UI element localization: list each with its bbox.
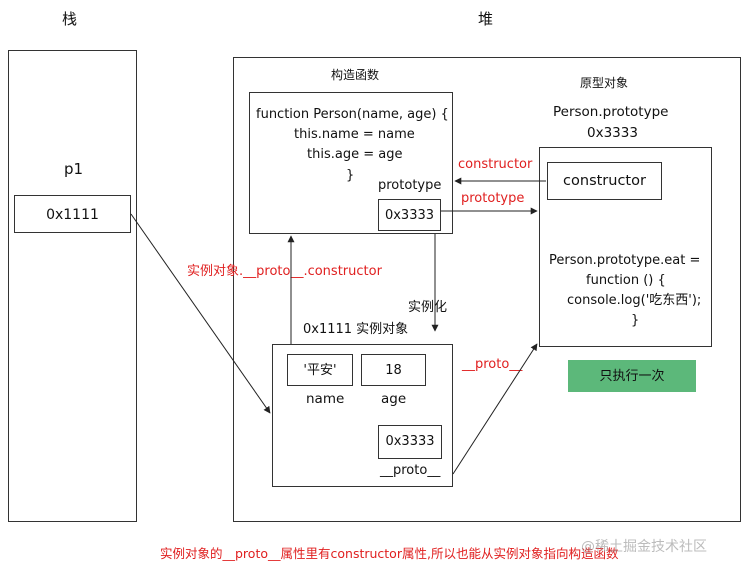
- prototype-code-line1: Person.prototype.eat =: [549, 253, 701, 268]
- prototype-property-value: 0x3333: [384, 208, 435, 223]
- prototype-property-label: prototype: [378, 178, 442, 193]
- p1-value-box: [14, 195, 131, 233]
- age-value: 18: [385, 363, 402, 378]
- constructor-property-value: constructor: [563, 173, 646, 189]
- name-label: name: [306, 391, 345, 407]
- proto-value-box: [378, 425, 442, 459]
- age-label: age: [381, 391, 407, 407]
- name-value-box: [287, 354, 353, 386]
- proto-label: __proto__: [380, 463, 441, 478]
- constructor-code-line1: function Person(name, age) {: [256, 107, 449, 122]
- stack-title: 栈: [62, 10, 78, 28]
- person-prototype-label: Person.prototype: [553, 104, 669, 120]
- p1-to-instance-arrow: [130, 213, 271, 414]
- prototype-property-box: [378, 199, 441, 231]
- proto-value: 0x3333: [385, 434, 435, 449]
- proto-to-prototype-arrow: [452, 343, 538, 475]
- instantiate-label: 实例化: [408, 300, 448, 315]
- constructor-property-box: [547, 162, 662, 200]
- proto-arrow-label: __proto__: [462, 357, 523, 372]
- heap-title: 堆: [478, 10, 494, 28]
- p1-variable-label: p1: [64, 160, 84, 178]
- constructor-title: 构造函数: [331, 68, 380, 82]
- prototype-code-line2: function () {: [586, 273, 666, 288]
- watermark: @稀土掘金技术社区: [581, 539, 707, 555]
- prototype-code-line3: console.log('吃东西');: [567, 293, 702, 308]
- prototype-arrow-label: prototype: [461, 191, 525, 206]
- prototype-title: 原型对象: [580, 76, 629, 90]
- prototype-code-line4: }: [631, 313, 640, 328]
- only-once-text: 只执行一次: [599, 369, 665, 384]
- constructor-code-line2: this.name = name: [294, 127, 415, 142]
- only-once-badge: [568, 360, 696, 392]
- bottom-note: 实例对象的__proto__属性里有constructor属性,所以也能从实例对…: [160, 546, 619, 561]
- constructor-code-line3: this.age = age: [307, 147, 403, 162]
- stack-area: [8, 50, 137, 522]
- instance-label: 0x1111 实例对象: [303, 322, 409, 337]
- instance-proto-constructor-label: 实例对象.__proto__.constructor: [187, 264, 382, 279]
- age-value-box: [361, 354, 426, 386]
- name-value: '平安': [303, 363, 337, 378]
- constructor-code-line4: }: [346, 168, 355, 183]
- prototype-address: 0x3333: [587, 125, 638, 141]
- constructor-arrow-label: constructor: [458, 157, 533, 172]
- p1-value: 0x1111: [46, 207, 99, 223]
